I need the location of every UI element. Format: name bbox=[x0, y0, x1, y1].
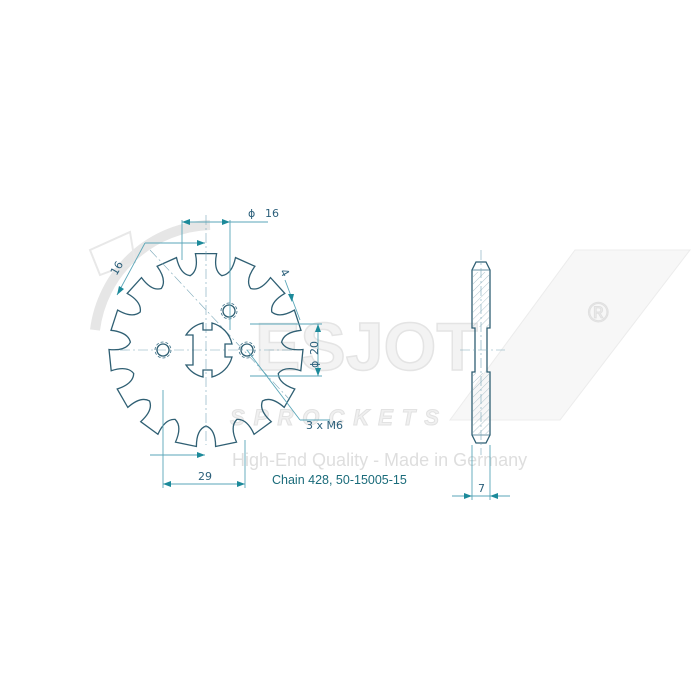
diagonal-centerline bbox=[149, 249, 291, 401]
bolt-hole-top-thread bbox=[220, 302, 238, 320]
spline-width-value: 16 bbox=[108, 259, 126, 278]
bolt-hole-right bbox=[240, 343, 254, 357]
watermark-tagline: High-End Quality - Made in Germany bbox=[232, 450, 527, 470]
side-profile bbox=[471, 261, 491, 444]
bolt-hole-right-thread bbox=[238, 341, 256, 359]
bolt-holes bbox=[154, 302, 256, 359]
bolt-holes-label: 3 x M6 bbox=[306, 419, 343, 432]
bolt-hole-left-thread bbox=[154, 341, 172, 359]
watermark-logo: ESJOT bbox=[255, 309, 478, 385]
dimension-thickness: 7 bbox=[452, 445, 510, 500]
part-caption: Chain 428, 50-15005-15 bbox=[272, 473, 407, 487]
dimension-bore-diameter: ϕ 16 bbox=[181, 207, 279, 330]
leader-bolt-holes: 3 x M6 bbox=[246, 349, 343, 432]
bore-diameter-symbol: ϕ bbox=[248, 207, 255, 220]
dimension-bolt-circle: ϕ 20 bbox=[250, 323, 322, 377]
bolt-circle-value: 20 bbox=[308, 341, 321, 355]
bolt-hole-top bbox=[222, 304, 236, 318]
sprocket-side-view: 7 bbox=[452, 250, 510, 500]
thickness-value: 7 bbox=[478, 482, 485, 495]
watermark: ESJOT ® SPROCKETS High-End Quality - Mad… bbox=[88, 220, 692, 470]
watermark-registered-mark: ® bbox=[588, 297, 609, 328]
dimension-spline-width: 16 bbox=[108, 240, 205, 296]
hub-spline bbox=[184, 322, 233, 378]
bolt-hole-left bbox=[156, 343, 170, 357]
hub-width-value: 29 bbox=[198, 470, 212, 483]
bore-diameter-value: 16 bbox=[265, 207, 279, 220]
dimension-hub-width: 29 bbox=[150, 390, 246, 488]
tooth-offset-value: 4 bbox=[277, 267, 292, 280]
sprocket-front-view: ϕ 16 16 4 ϕ 20 bbox=[108, 207, 343, 488]
bolt-circle-symbol: ϕ bbox=[308, 361, 321, 368]
